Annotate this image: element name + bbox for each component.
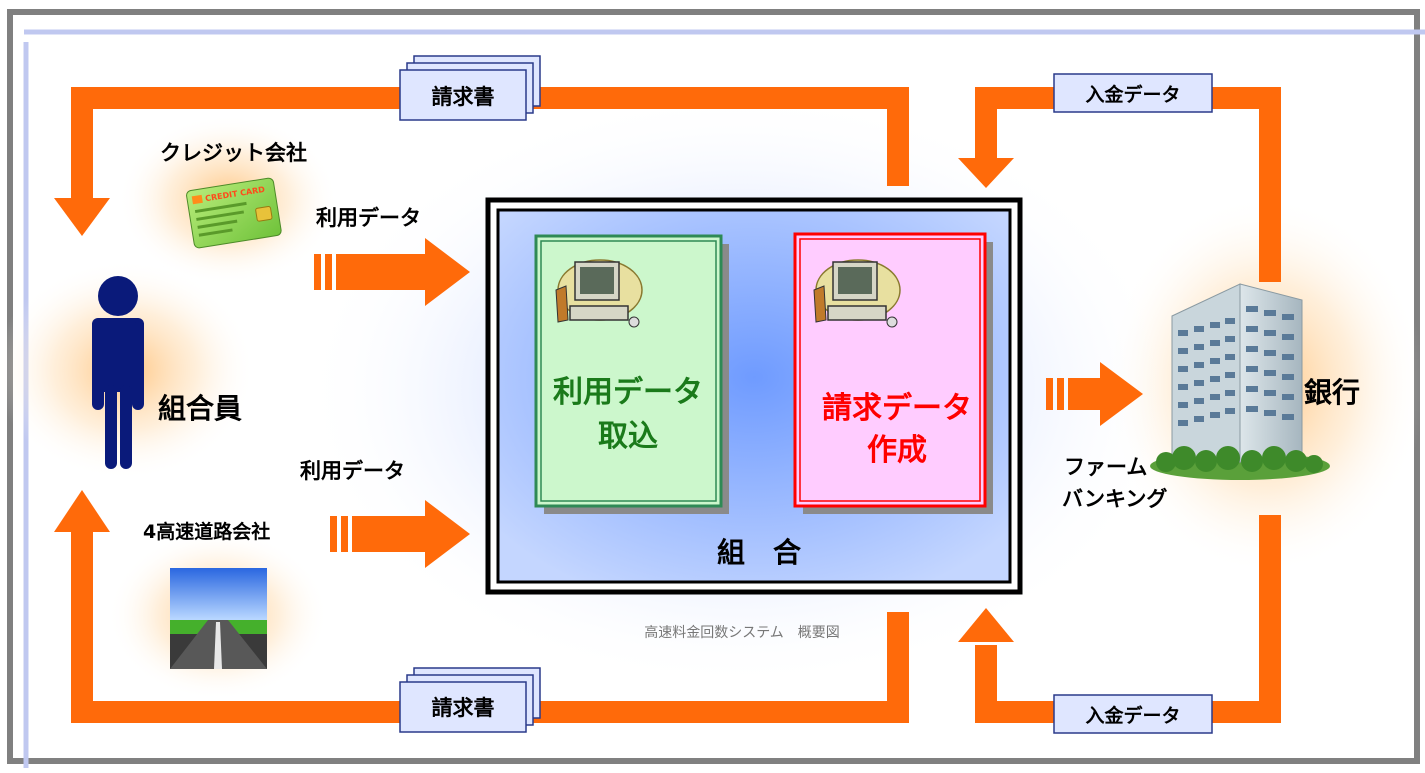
usage-arrow-top: [314, 238, 470, 306]
credit-card-icon: CREDIT CARD: [186, 177, 282, 249]
deposit-top-label: 入金データ: [1085, 83, 1180, 106]
member-label: 組合員: [158, 392, 242, 425]
usage-bottom-label: 利用データ: [300, 459, 405, 483]
deposit-top-box: 入金データ: [1053, 73, 1213, 113]
arrowhead-down-union: [958, 158, 1014, 188]
person-icon: [92, 276, 144, 469]
road-icon: [170, 568, 267, 669]
computer-icon: [813, 259, 901, 328]
billing-step-card: 請求データ 作成: [793, 232, 993, 514]
usage-top-label: 利用データ: [316, 206, 421, 230]
building-icon: [1150, 283, 1330, 480]
arrowhead-down-member: [54, 198, 110, 236]
deposit-bottom-label: 入金データ: [1085, 704, 1180, 727]
firm-banking-line1: ファーム: [1064, 455, 1147, 479]
credit-company-label: クレジット会社: [160, 141, 307, 165]
firm-banking-line2: バンキング: [1062, 487, 1167, 511]
arrowhead-up-union: [958, 608, 1014, 642]
diagram-caption: 高速料金回数システム 概要図: [644, 624, 840, 641]
invoice-top-label: 請求書: [432, 85, 495, 109]
highway-company-label: 4高速道路会社: [143, 520, 270, 543]
union-label: 組 合: [717, 536, 802, 569]
arrowhead-up-member: [54, 490, 110, 532]
invoice-bottom-label: 請求書: [432, 696, 495, 720]
bank-label: 銀行: [1304, 376, 1360, 409]
billing-step-line1: 請求データ: [822, 391, 972, 426]
import-step-card: 利用データ 取込: [534, 234, 729, 514]
import-step-line1: 利用データ: [553, 375, 703, 410]
firm-banking-arrow: [1046, 362, 1143, 426]
import-step-line2: 取込: [598, 419, 658, 454]
billing-step-line2: 作成: [867, 433, 927, 468]
usage-arrow-bottom: [330, 500, 470, 568]
deposit-bottom-box: 入金データ: [1053, 694, 1213, 734]
computer-icon: [555, 259, 643, 328]
invoice-bottom-doc: 請求書: [399, 667, 541, 733]
invoice-top-doc: 請求書: [399, 55, 541, 121]
flow-arrowheads: [54, 158, 1014, 642]
